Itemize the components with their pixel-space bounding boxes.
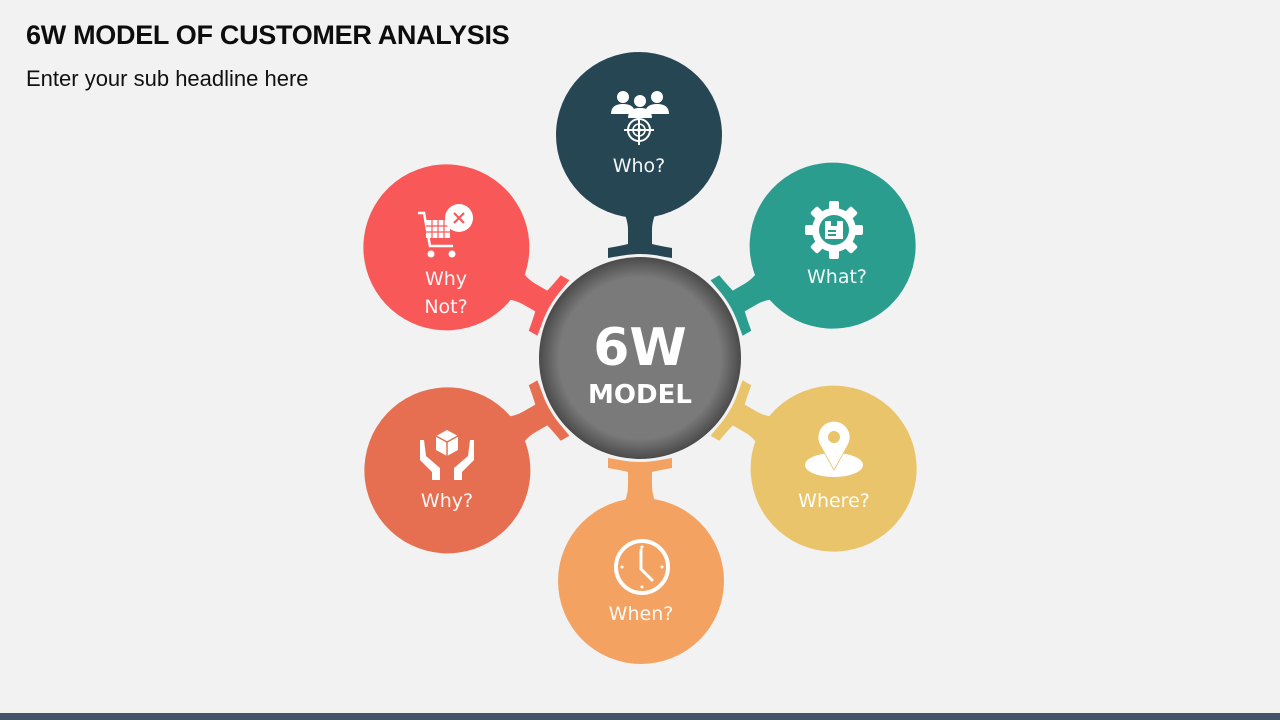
clock-icon bbox=[614, 539, 670, 595]
location-pin-icon bbox=[805, 420, 863, 477]
page-subtitle: Enter your sub headline here bbox=[26, 66, 309, 91]
petal-label-where: Where? bbox=[798, 490, 870, 512]
center-title: 6W bbox=[593, 318, 687, 378]
gear-product-icon bbox=[805, 201, 863, 259]
center-subtitle: MODEL bbox=[588, 380, 692, 410]
center-hub bbox=[536, 254, 744, 462]
target-audience-icon bbox=[611, 91, 669, 145]
petal-label-why-not-line2: Not? bbox=[424, 296, 468, 318]
hands-box-icon bbox=[420, 430, 474, 480]
cart-cancel-icon bbox=[418, 204, 473, 258]
page-title: 6W MODEL OF CUSTOMER ANALYSIS bbox=[26, 20, 510, 50]
petal-label-why-not-line1: Why bbox=[424, 268, 468, 290]
petal-label-who: Who? bbox=[612, 155, 666, 177]
petal-why[interactable] bbox=[334, 337, 595, 584]
petal-label-when: When? bbox=[608, 603, 674, 625]
petal-label-why: Why? bbox=[420, 490, 474, 512]
footer-bar bbox=[0, 713, 1280, 720]
petal-why-not[interactable] bbox=[333, 134, 594, 381]
petal-when[interactable] bbox=[558, 458, 724, 664]
petal-label-what: What? bbox=[806, 266, 867, 288]
